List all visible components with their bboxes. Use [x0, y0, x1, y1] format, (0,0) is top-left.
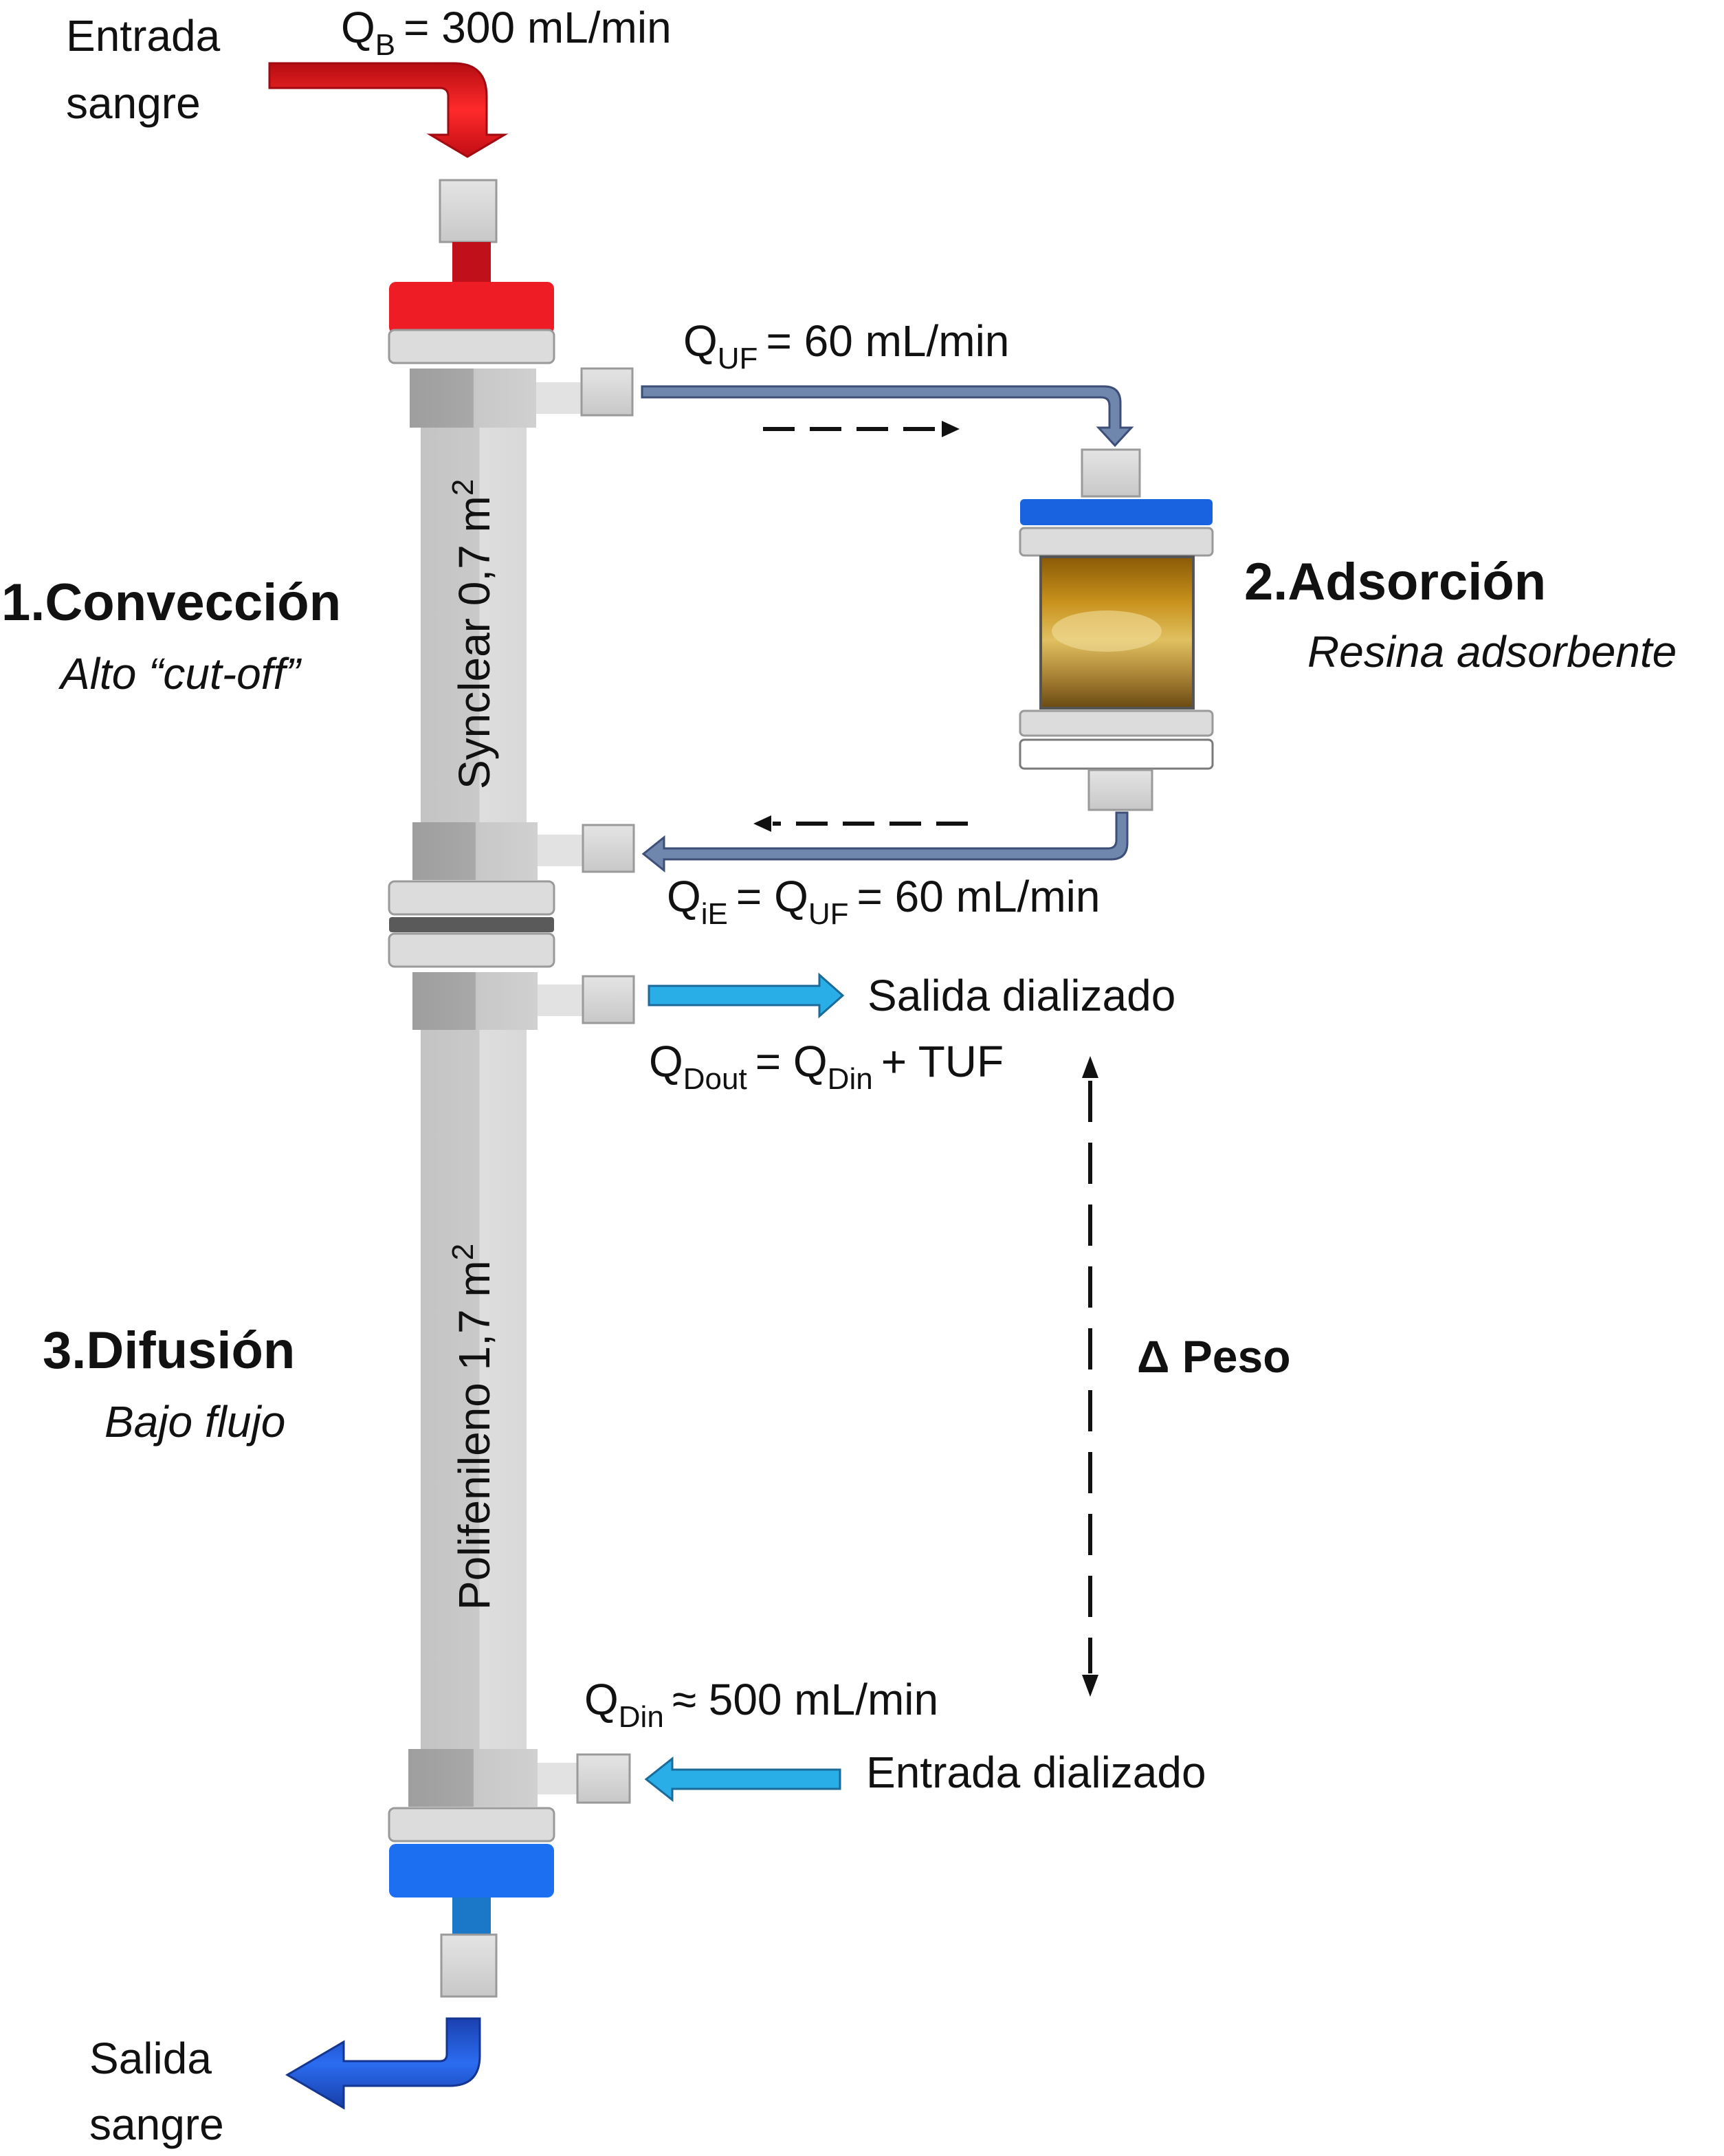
reinfusion-port — [582, 824, 635, 873]
blood-outlet-stem — [452, 1898, 491, 1936]
weight-delta-label: Δ Peso — [1137, 1331, 1291, 1382]
blood-inlet-nozzle — [439, 179, 498, 243]
uf-outlet-stub — [536, 382, 584, 414]
connector-ring-bottom — [388, 932, 555, 968]
step1-title: 1.Convección — [1, 573, 341, 632]
synclear-filter-body — [421, 428, 527, 824]
blood-outlet-nozzle — [440, 1933, 498, 1998]
top-cap-ring — [388, 329, 555, 364]
connector-seal — [389, 917, 554, 932]
cartridge-ring-top — [1019, 527, 1214, 557]
dialysate-out-flow-symbol: Q — [649, 1037, 683, 1086]
dialysate-out-flow-sub: Dout — [683, 1062, 747, 1096]
weight-delta-arrow — [1082, 1056, 1098, 1697]
dialysate-out-stub — [538, 984, 586, 1016]
blood-in-label-line2: sangre — [66, 78, 201, 128]
filter-top-label-text: Synclear 0,7 m — [450, 496, 499, 789]
blood-outlet-arrow — [285, 2017, 481, 2110]
reinfusion-direction-dashed-arrow — [753, 815, 968, 832]
dialysate-in-flow-value: ≈ 500 mL/min — [672, 1675, 938, 1724]
reinfusion-flow-symbol: Q — [667, 872, 701, 921]
step2-subtitle: Resina adsorbente — [1307, 627, 1677, 676]
uf-outlet-port — [580, 367, 634, 417]
step3-subtitle: Bajo flujo — [104, 1397, 285, 1446]
filter-bottom-label-sup: 2 — [446, 1244, 480, 1260]
resin-highlight — [1052, 610, 1162, 652]
blood-in-flow-symbol: Q — [341, 3, 375, 52]
filter-top-label: Synclear 0,7 m2 — [446, 479, 499, 789]
uf-direction-dashed-arrow — [763, 421, 960, 437]
adsorption-cartridge — [1019, 448, 1214, 811]
reinfusion-equals: = Q — [736, 872, 808, 921]
reinfusion-flow-value: = 60 mL/min — [857, 872, 1101, 921]
connector-ring-top — [388, 880, 555, 916]
bottom-collar — [408, 1749, 538, 1807]
uf-flow: QUF= 60 mL/min — [683, 316, 1009, 375]
cartridge-white-cap — [1019, 738, 1214, 770]
red-top-cap — [389, 282, 554, 334]
top-collar — [410, 368, 536, 428]
middle-collar-upper — [412, 822, 538, 880]
cartridge-inlet-nozzle — [1081, 448, 1141, 498]
step2-title: 2.Adsorción — [1244, 553, 1546, 611]
dialysate-out-tail: + TUF — [881, 1037, 1004, 1086]
dialysate-out-flow: QDout= QDin+ TUF — [649, 1037, 1004, 1096]
blood-out-label-line1: Salida — [89, 2034, 212, 2083]
dialyzer-column — [388, 179, 635, 1998]
dialysate-in-port — [576, 1753, 631, 1804]
dialysate-out-arrow — [648, 972, 845, 1019]
dialysate-out-label: Salida dializado — [867, 971, 1175, 1020]
dialysate-in-label: Entrada dializado — [866, 1748, 1206, 1797]
dialysate-in-flow-sub: Din — [619, 1700, 664, 1734]
filter-bottom-label-text: Polifenileno 1,7 m — [450, 1260, 499, 1610]
reinfusion-flow: QiE= QUF= 60 mL/min — [667, 872, 1100, 931]
blood-out-label-line2: sangre — [89, 2100, 224, 2149]
dialysate-in-stub — [538, 1763, 579, 1794]
reinfusion-equals-sub: UF — [808, 897, 849, 931]
uf-flow-symbol: Q — [683, 316, 718, 366]
step1-subtitle: Alto “cut-off” — [58, 649, 302, 698]
blood-in-flow: QB = 300 mL/min — [341, 3, 672, 62]
blood-inlet-arrow — [268, 62, 509, 158]
dialysate-out-equals: = Q — [755, 1037, 828, 1086]
dialysate-out-equals-sub: Din — [828, 1062, 873, 1096]
step3-title: 3.Difusión — [43, 1321, 295, 1380]
blood-in-flow-sub: B — [375, 28, 395, 62]
dialysate-in-flow-symbol: Q — [584, 1675, 619, 1724]
bottom-cap-ring — [388, 1807, 555, 1842]
blood-in-flow-value: = 300 mL/min — [404, 3, 672, 52]
reinfusion-flow-sub: iE — [701, 897, 728, 931]
blood-in-label-line1: Entrada — [66, 11, 221, 60]
ultrafiltrate-line-arrow — [641, 385, 1134, 448]
polyphenylene-filter-body — [421, 1030, 527, 1749]
dialysate-in-flow: QDin≈ 500 mL/min — [584, 1675, 938, 1734]
blue-bottom-cap — [389, 1844, 554, 1898]
uf-flow-sub: UF — [718, 342, 758, 375]
dialysate-out-port — [582, 975, 635, 1024]
reinfusion-line-arrow — [641, 811, 1129, 873]
reinfusion-stub — [538, 835, 586, 866]
cartridge-ring-bottom — [1019, 710, 1214, 737]
cartridge-outlet-nozzle — [1087, 769, 1153, 811]
lower-collar-upper — [412, 972, 538, 1030]
filter-bottom-label: Polifenileno 1,7 m2 — [446, 1244, 499, 1610]
dialysate-in-arrow — [644, 1756, 841, 1803]
blood-inlet-stem — [452, 242, 491, 283]
cartridge-blue-cap — [1020, 499, 1213, 525]
uf-flow-value: = 60 mL/min — [766, 316, 1009, 366]
filter-top-label-sup: 2 — [446, 479, 480, 496]
